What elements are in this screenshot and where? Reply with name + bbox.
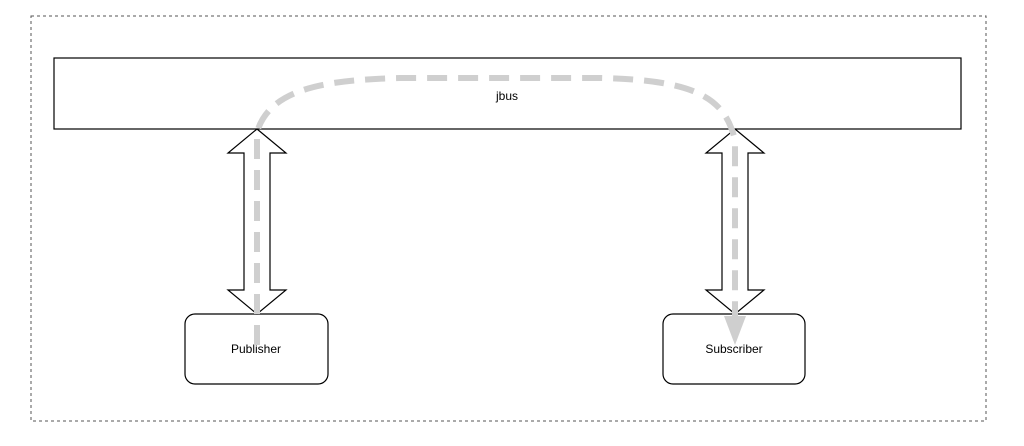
publisher-label: Publisher [231,342,281,356]
subscriber-label: Subscriber [705,342,762,356]
bus-label: jbus [495,89,518,103]
outer-frame [30,15,987,422]
message-flow-path [254,75,738,345]
bus-box [53,57,962,130]
message-flow-arrowhead [724,316,746,345]
